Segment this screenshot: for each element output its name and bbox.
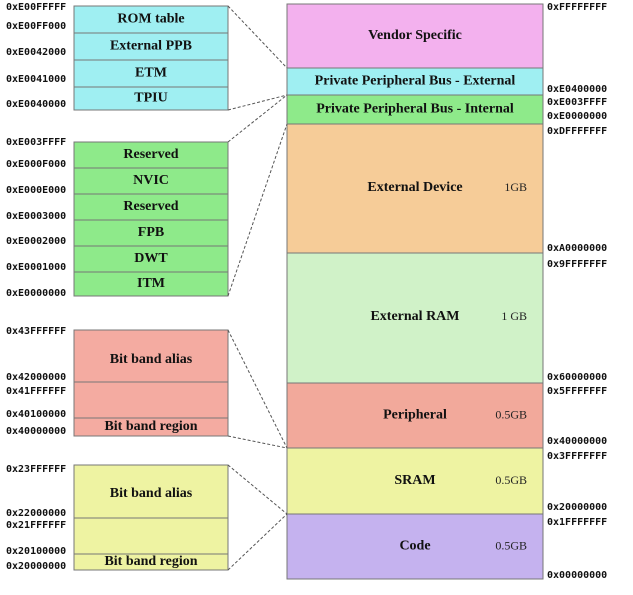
sram-bitband-region	[73, 553, 229, 571]
ppb-external-block-label: TPIU	[134, 91, 167, 106]
connector-line	[227, 435, 288, 449]
ppb-internal-block-label: Reserved	[123, 199, 178, 214]
ppb-external-block-label: External PPB	[110, 39, 192, 54]
ppb-external-region-label: Private Peripheral Bus - External	[315, 74, 516, 89]
right-address: 0xE0000000	[547, 111, 607, 122]
sram-bitband-address: 0x20100000	[6, 546, 66, 557]
sram-bitband-address: 0x22000000	[6, 508, 66, 519]
vendor-specific-region	[286, 3, 544, 69]
ppb-internal-block	[73, 219, 229, 247]
ppb-internal-address: 0xE000F000	[6, 159, 66, 170]
vendor-specific-region-label: Vendor Specific	[368, 28, 462, 43]
right-address: 0xE0400000	[547, 84, 607, 95]
ppb-internal-region	[286, 94, 544, 125]
ppb-external-block	[73, 59, 229, 88]
sram-bitband-address: 0x23FFFFFF	[6, 464, 66, 475]
ppb-internal-block-label: ITM	[137, 276, 165, 291]
ppb-external-address: 0xE0041000	[6, 74, 66, 85]
code-region	[286, 513, 544, 580]
sram-bitband-address: 0x20000000	[6, 561, 66, 572]
peripheral-region-label: Peripheral	[383, 408, 447, 423]
ppb-external-address: 0xE00FF000	[6, 21, 66, 32]
right-address: 0x3FFFFFFF	[547, 451, 607, 462]
connector-line	[227, 5, 288, 69]
ppb-internal-address: 0xE0002000	[6, 236, 66, 247]
ppb-external-region	[286, 67, 544, 96]
right-address: 0x20000000	[547, 502, 607, 513]
ppb-internal-block	[73, 193, 229, 221]
sram-bitband-alias	[73, 464, 229, 519]
peripheral-bitband-address: 0x40100000	[6, 409, 66, 420]
peripheral-gap	[73, 381, 229, 419]
ppb-internal-address: 0xE0000000	[6, 288, 66, 299]
peripheral-bitband-address: 0x41FFFFFF	[6, 386, 66, 397]
peripheral-bitband-address: 0x42000000	[6, 372, 66, 383]
ppb-internal-region-label: Private Peripheral Bus - Internal	[316, 102, 514, 117]
connector-line	[227, 94, 288, 111]
peripheral-bitband-alias	[73, 329, 229, 383]
sram-gap	[73, 517, 229, 555]
ppb-internal-address: 0xE0003000	[6, 211, 66, 222]
peripheral-bitband-address: 0x43FFFFFF	[6, 326, 66, 337]
right-address: 0x9FFFFFFF	[547, 259, 607, 270]
ppb-internal-block-label: Reserved	[123, 147, 178, 162]
sram-region-size: 0.5GB	[495, 473, 527, 487]
ppb-external-block	[73, 32, 229, 61]
right-address: 0x00000000	[547, 570, 607, 581]
ppb-internal-address: 0xE003FFFF	[6, 137, 66, 148]
ppb-internal-block-label: FPB	[138, 225, 164, 240]
external-ram-region-size: 1 GB	[501, 309, 527, 323]
connector-line	[227, 464, 288, 515]
ppb-internal-address: 0xE0001000	[6, 262, 66, 273]
ppb-internal-block	[73, 167, 229, 195]
peripheral-region	[286, 382, 544, 449]
ppb-internal-block	[73, 141, 229, 169]
ppb-external-block	[73, 86, 229, 111]
right-address: 0x60000000	[547, 372, 607, 383]
ppb-external-block-label: ROM table	[117, 12, 184, 27]
connector-line	[227, 513, 288, 571]
right-address: 0x5FFFFFFF	[547, 386, 607, 397]
code-region-size: 0.5GB	[495, 538, 527, 552]
ppb-internal-block	[73, 271, 229, 297]
peripheral-bitband-address: 0x40000000	[6, 426, 66, 437]
external-device-region-label: External Device	[367, 180, 462, 195]
right-address: 0x40000000	[547, 436, 607, 447]
ppb-external-address: 0xE0042000	[6, 47, 66, 58]
ppb-external-address: 0xE0040000	[6, 99, 66, 110]
peripheral-bitband-region-label: Bit band region	[104, 419, 197, 434]
peripheral-bitband-alias-label: Bit band alias	[110, 352, 193, 367]
external-device-region	[286, 123, 544, 254]
ppb-internal-block-label: NVIC	[133, 173, 169, 188]
code-region-label: Code	[399, 539, 430, 554]
external-ram-region	[286, 252, 544, 384]
sram-bitband-alias-label: Bit band alias	[110, 486, 193, 501]
sram-bitband-address: 0x21FFFFFF	[6, 520, 66, 531]
ppb-internal-block-label: DWT	[134, 251, 168, 266]
right-address: 0x1FFFFFFF	[547, 517, 607, 528]
sram-bitband-region-label: Bit band region	[104, 554, 197, 569]
connector-line	[227, 329, 288, 449]
right-address: 0xA0000000	[547, 243, 607, 254]
sram-region-label: SRAM	[394, 473, 435, 488]
ppb-internal-address: 0xE000E000	[6, 185, 66, 196]
right-address: 0xFFFFFFFF	[547, 2, 607, 13]
ppb-external-block-label: ETM	[135, 66, 167, 81]
external-ram-region-label: External RAM	[370, 309, 459, 324]
right-address: 0xDFFFFFFF	[547, 126, 607, 137]
peripheral-region-size: 0.5GB	[495, 407, 527, 421]
external-device-region-size: 1GB	[504, 180, 527, 194]
ppb-external-address: 0xE00FFFFF	[6, 2, 66, 13]
connector-line	[227, 94, 288, 143]
ppb-internal-block	[73, 245, 229, 273]
right-address: 0xE003FFFF	[547, 97, 607, 108]
peripheral-bitband-region	[73, 417, 229, 437]
connector-line	[227, 123, 288, 297]
